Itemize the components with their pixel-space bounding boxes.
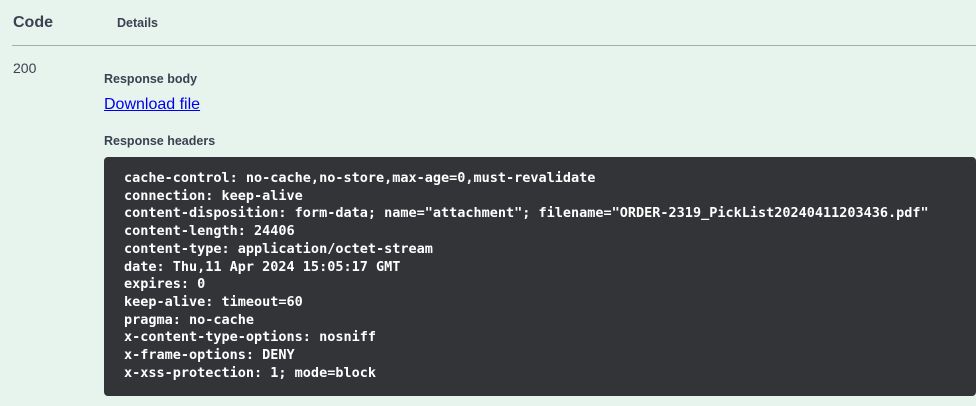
response-header-line: x-content-type-options: nosniff xyxy=(124,329,376,346)
response-row-200: 200 Response body Download file Response… xyxy=(0,46,976,397)
header-divider xyxy=(12,45,976,46)
response-header-line: pragma: no-cache xyxy=(124,311,255,328)
code-column-header: Code xyxy=(13,14,53,31)
response-header-line: expires: 0 xyxy=(124,276,206,293)
response-header-line: x-xss-protection: 1; mode=block xyxy=(124,364,376,381)
response-headers-block: cache-control: no-cache,no-store,max-age… xyxy=(104,157,976,397)
response-header-line: keep-alive: timeout=60 xyxy=(124,293,303,310)
response-headers-label: Response headers xyxy=(104,134,216,148)
response-status-code: 200 xyxy=(13,60,37,76)
response-details-cell: Response body Download file Response hea… xyxy=(104,60,976,397)
download-file-link[interactable]: Download file xyxy=(104,96,201,113)
responses-table-header: Code Details xyxy=(0,0,976,32)
details-column-header: Details xyxy=(117,16,158,30)
responses-section: Code Details 200 Response body Download … xyxy=(0,0,976,397)
response-header-line: content-type: application/octet-stream xyxy=(124,240,433,257)
response-header-line: connection: keep-alive xyxy=(124,187,303,204)
response-header-line: date: Thu,11 Apr 2024 15:05:17 GMT xyxy=(124,258,401,275)
response-header-line: cache-control: no-cache,no-store,max-age… xyxy=(124,170,596,186)
response-header-line: content-length: 24406 xyxy=(124,223,295,240)
response-body-label: Response body xyxy=(104,72,198,86)
response-header-line: x-frame-options: DENY xyxy=(124,347,295,364)
download-file-wrap: Download file xyxy=(104,94,976,116)
response-header-line: content-disposition: form-data; name="at… xyxy=(124,205,929,222)
